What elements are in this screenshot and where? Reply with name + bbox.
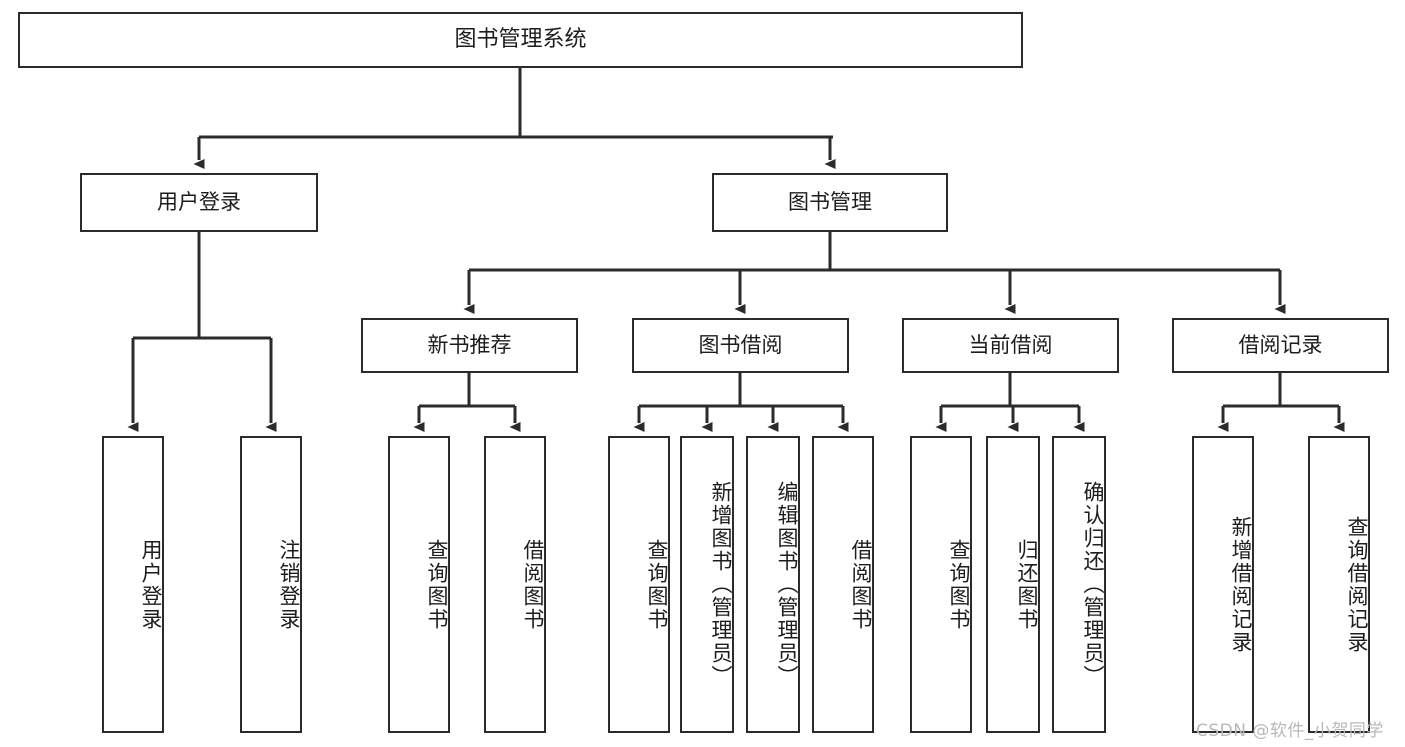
node-leaf-user-logout-label: 注销登录 (277, 538, 301, 631)
node-borrow-record[interactable]: 借阅记录 (1172, 318, 1389, 373)
node-new-book-rec-label: 新书推荐 (427, 332, 512, 357)
node-leaf-confirm-return[interactable]: 确认归还（管理员） (1052, 436, 1106, 733)
node-leaf-borrow-book-1[interactable]: 借阅图书 (484, 436, 546, 733)
node-leaf-query-book-3-label: 查询图书 (947, 538, 971, 631)
node-book-manage-label: 图书管理 (788, 189, 872, 214)
node-current-borrow-label: 当前借阅 (968, 332, 1053, 357)
node-leaf-user-logout[interactable]: 注销登录 (240, 436, 302, 733)
node-leaf-borrow-book-2-label: 借阅图书 (849, 538, 873, 631)
node-leaf-user-login-label: 用户登录 (139, 538, 163, 631)
node-book-borrow-label: 图书借阅 (698, 332, 783, 357)
node-leaf-add-book[interactable]: 新增图书（管理员） (680, 436, 734, 733)
node-leaf-query-book-2[interactable]: 查询图书 (608, 436, 670, 733)
node-leaf-add-record-label: 新增借阅记录 (1229, 515, 1253, 654)
node-root-label: 图书管理系统 (454, 26, 587, 52)
node-leaf-query-book-1[interactable]: 查询图书 (388, 436, 450, 733)
node-root[interactable]: 图书管理系统 (18, 12, 1023, 68)
node-leaf-query-book-3[interactable]: 查询图书 (910, 436, 972, 733)
node-leaf-return-book[interactable]: 归还图书 (986, 436, 1040, 733)
node-current-borrow[interactable]: 当前借阅 (902, 318, 1119, 373)
node-borrow-record-label: 借阅记录 (1238, 332, 1323, 357)
csdn-watermark: CSDN @软件_小贺同学 (1196, 721, 1384, 741)
node-user-login-label: 用户登录 (157, 189, 241, 214)
node-user-login[interactable]: 用户登录 (80, 173, 318, 232)
node-leaf-query-book-2-label: 查询图书 (645, 538, 669, 631)
node-book-borrow[interactable]: 图书借阅 (632, 318, 849, 373)
node-leaf-confirm-return-label: 确认归还（管理员） (1081, 481, 1105, 688)
node-leaf-borrow-book-1-label: 借阅图书 (521, 538, 545, 631)
node-new-book-rec[interactable]: 新书推荐 (361, 318, 578, 373)
node-book-manage[interactable]: 图书管理 (712, 173, 948, 232)
node-leaf-edit-book[interactable]: 编辑图书（管理员） (746, 436, 800, 733)
node-leaf-add-book-label: 新增图书（管理员） (709, 481, 733, 688)
node-leaf-query-book-1-label: 查询图书 (425, 538, 449, 631)
node-leaf-return-book-label: 归还图书 (1015, 538, 1039, 631)
node-leaf-borrow-book-2[interactable]: 借阅图书 (812, 436, 874, 733)
node-leaf-edit-book-label: 编辑图书（管理员） (775, 481, 799, 688)
node-leaf-query-record[interactable]: 查询借阅记录 (1308, 436, 1370, 733)
node-leaf-query-record-label: 查询借阅记录 (1345, 515, 1369, 654)
node-leaf-add-record[interactable]: 新增借阅记录 (1192, 436, 1254, 733)
node-leaf-user-login[interactable]: 用户登录 (102, 436, 164, 733)
